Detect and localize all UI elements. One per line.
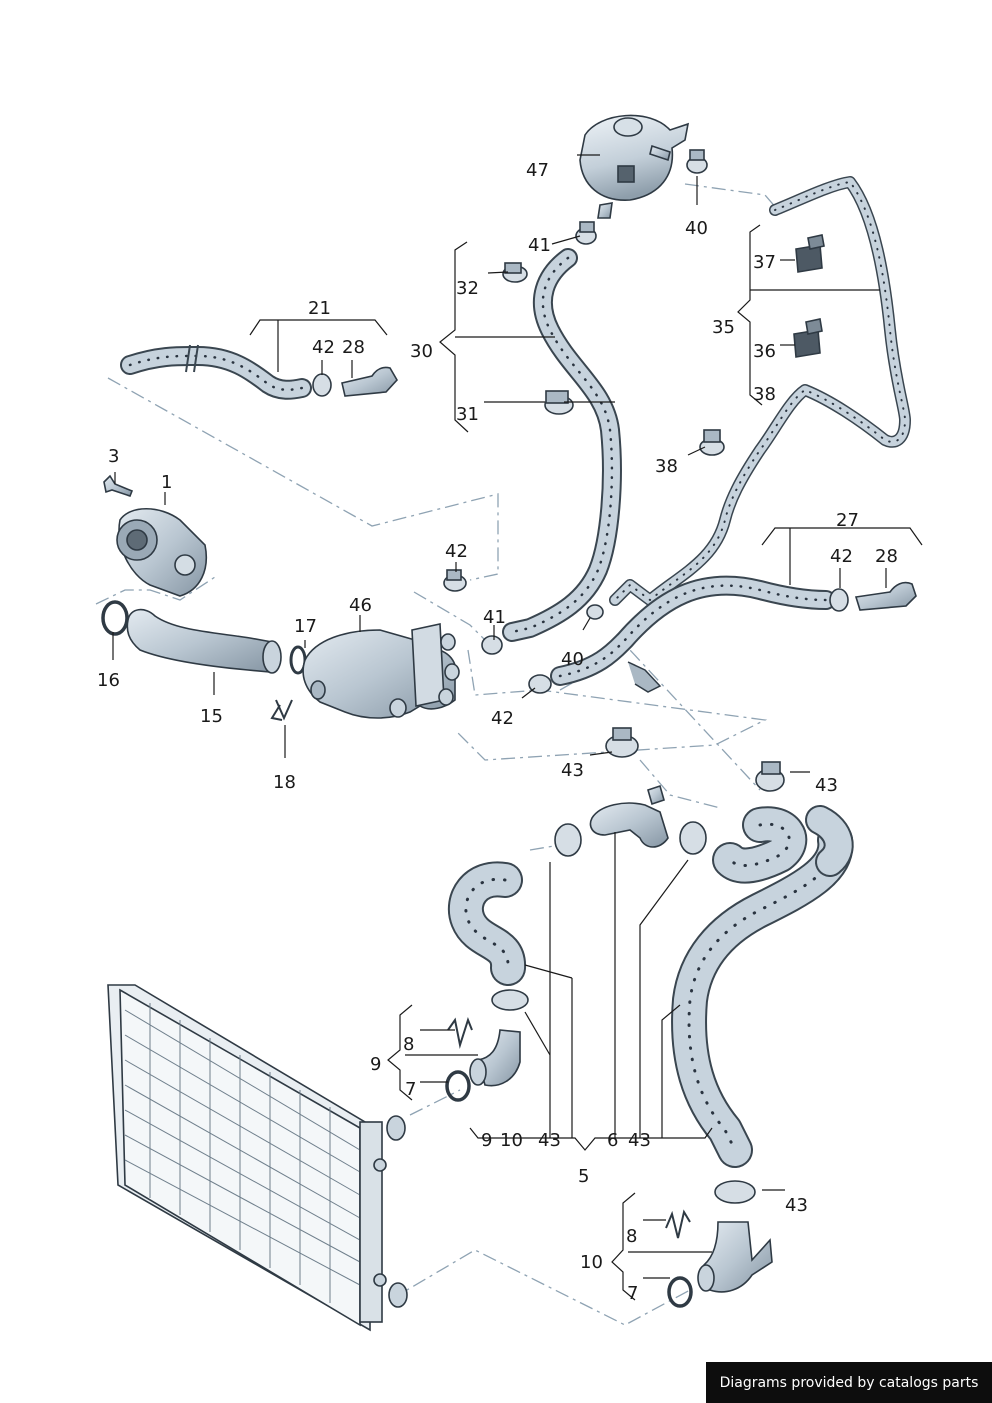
label-18: 18 (273, 772, 296, 793)
label-5: 5 (578, 1166, 589, 1187)
clip-8-lower (665, 1209, 691, 1239)
label-1: 1 (161, 472, 172, 493)
label-40-top: 40 (685, 218, 708, 239)
bracket-mid (627, 661, 662, 693)
clamp-42-upper-left (312, 373, 332, 397)
clamp-43-b (755, 761, 785, 792)
label-17: 17 (294, 616, 317, 637)
clamp-41-top (575, 221, 597, 245)
footer-text: Diagrams provided by catalogs parts (719, 1374, 979, 1391)
label-43-a: 43 (561, 760, 584, 781)
leader-lines (112, 154, 923, 1301)
label-28-upper-left: 28 (342, 337, 365, 358)
label-28-right: 28 (875, 546, 898, 567)
connector-28-upper-left (341, 366, 398, 397)
o-ring-7-lower (667, 1276, 693, 1308)
footer-credit: Diagrams provided by catalogs parts (706, 1362, 992, 1403)
clip-18 (270, 699, 293, 721)
label-16: 16 (97, 670, 120, 691)
part-labels: 47 40 41 32 30 31 37 35 36 38 38 21 42 2… (97, 160, 898, 1304)
parts (101, 114, 917, 1332)
label-32: 32 (456, 278, 479, 299)
label-10-bottom: 10 (500, 1130, 523, 1151)
label-43-b: 43 (815, 775, 838, 796)
label-10-left: 10 (580, 1252, 603, 1273)
hose-30 (502, 248, 622, 642)
label-6: 6 (607, 1130, 618, 1151)
hose-5-left (447, 861, 526, 986)
clamp-43-a (605, 727, 639, 758)
label-47: 47 (526, 160, 549, 181)
o-ring-16 (101, 600, 129, 636)
connector-28-right (854, 581, 917, 611)
label-30: 30 (410, 341, 433, 362)
label-9-left: 9 (370, 1054, 381, 1075)
label-15: 15 (200, 706, 223, 727)
clamp-43-lower (714, 1180, 756, 1204)
label-31: 31 (456, 404, 479, 425)
label-41-mid: 41 (483, 607, 506, 628)
clamp-42-right (829, 588, 849, 612)
clamp-42-mid-top (443, 569, 467, 592)
label-42-mid-top: 42 (445, 541, 468, 562)
connector-37 (795, 234, 825, 273)
clip-8-upper (447, 1017, 473, 1049)
elbow-9-upper (469, 1029, 521, 1087)
label-8-upper: 8 (403, 1034, 414, 1055)
label-38-lower: 38 (655, 456, 678, 477)
label-21: 21 (308, 298, 331, 319)
label-43-c: 43 (538, 1130, 561, 1151)
tee-10-lower (697, 1221, 773, 1293)
clamp-38 (699, 429, 725, 456)
water-pump-1 (116, 508, 207, 597)
clamp-43-d (679, 821, 707, 855)
coolant-pipe-15 (126, 608, 282, 674)
clamp-43-e (491, 989, 529, 1011)
label-42-upper-left: 42 (312, 337, 335, 358)
label-42-right: 42 (830, 546, 853, 567)
bolt-3 (103, 474, 134, 497)
label-35: 35 (712, 317, 735, 338)
clamp-31 (544, 390, 574, 415)
hose-27 (550, 575, 836, 686)
clamp-40-mid (586, 604, 604, 620)
clamp-41-mid (481, 635, 503, 655)
clamp-32 (502, 262, 528, 283)
assembly-lines (95, 183, 779, 1326)
label-7-upper: 7 (405, 1079, 416, 1100)
radiator (107, 984, 408, 1332)
label-7-lower: 7 (627, 1283, 638, 1304)
label-43-d: 43 (628, 1130, 651, 1151)
label-43-e: 43 (785, 1195, 808, 1216)
connector-36 (793, 318, 823, 358)
hose-35 (609, 176, 911, 606)
expansion-tank-47 (579, 114, 690, 219)
label-9-bottom: 9 (481, 1130, 492, 1151)
label-27: 27 (836, 510, 859, 531)
clamp-40-top (686, 149, 708, 174)
tee-connector-6 (589, 784, 669, 848)
label-41-top: 41 (528, 235, 551, 256)
label-37: 37 (753, 252, 776, 273)
o-ring-7-upper (445, 1070, 471, 1102)
hose-group (120, 176, 911, 1168)
label-3: 3 (108, 446, 119, 467)
coolant-flange-46 (302, 623, 460, 719)
label-46: 46 (349, 595, 372, 616)
hose-21 (120, 344, 312, 400)
hose-5-main (671, 805, 854, 1168)
label-42-mid-low: 42 (491, 708, 514, 729)
label-36: 36 (753, 341, 776, 362)
clamp-43-c (554, 823, 582, 857)
label-38-upper: 38 (753, 384, 776, 405)
label-40-mid: 40 (561, 649, 584, 670)
label-8-lower: 8 (626, 1226, 637, 1247)
